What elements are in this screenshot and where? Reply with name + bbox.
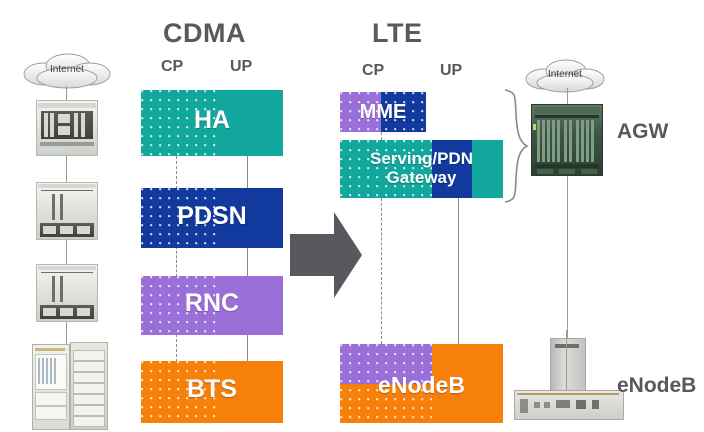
right-arrow-icon — [290, 212, 362, 298]
lte-node-mme-label: MME — [359, 101, 407, 123]
right-internet-cloud: Internet — [520, 58, 610, 94]
pdsn-router-chassis — [36, 182, 98, 240]
cdma-node-ha-label: HA — [193, 106, 231, 134]
enodeb-equipment-label: eNodeB — [617, 374, 697, 397]
right-internet-cloud-label: Internet — [548, 69, 582, 80]
ha-router-chassis — [36, 100, 98, 156]
cdma-cp-link-pdsn-rnc — [176, 246, 177, 277]
cdma-node-bts[interactable]: BTS — [141, 361, 283, 423]
cdma-up-label: UP — [230, 58, 253, 75]
lte-cp-link-mme-sgw — [381, 132, 382, 146]
sgw-up-fill — [432, 140, 472, 198]
cdma-cp-link-rnc-bts — [176, 334, 177, 362]
cdma-up-link-ha-pdsn — [247, 156, 248, 189]
cloud-icon — [525, 59, 605, 93]
lte-cp-link-sgw-enodeb — [381, 198, 382, 344]
cdma-node-pdsn-label: PDSN — [177, 202, 247, 230]
right-link-agw-to-enodeb — [567, 176, 568, 346]
lte-heading: LTE — [372, 18, 423, 48]
cdma-heading: CDMA — [163, 18, 246, 48]
evolution-arrow — [290, 212, 362, 298]
agw-grouping-brace — [503, 88, 529, 204]
left-link-cloud-to-ha — [66, 86, 67, 106]
rnc-router-chassis — [36, 264, 98, 322]
cdma-node-bts-label: BTS — [187, 375, 237, 403]
left-internet-cloud-label: Internet — [50, 64, 84, 75]
left-internet-cloud: Internet — [18, 52, 116, 90]
cdma-node-pdsn[interactable]: PDSN — [141, 188, 283, 248]
cdma-cp-link-ha-pdsn — [176, 156, 177, 189]
enodeb-equipment — [512, 330, 624, 420]
agw-label: AGW — [617, 120, 669, 143]
lte-node-mme[interactable]: MME — [340, 92, 426, 132]
lte-node-serving-pdn-gateway[interactable]: Serving/PDN Gateway — [340, 140, 503, 198]
lte-node-enodeb[interactable]: eNodeB — [340, 344, 503, 423]
cdma-cp-label: CP — [161, 58, 184, 75]
lte-node-enodeb-label: eNodeB — [378, 372, 465, 398]
agw-chassis — [531, 104, 603, 176]
cdma-node-rnc-label: RNC — [184, 289, 240, 317]
lte-up-link-sgw-enodeb — [458, 198, 459, 344]
left-link-ha-to-pdsn — [66, 152, 67, 184]
lte-cp-label: CP — [362, 62, 385, 79]
bts-base-station-rack — [32, 342, 108, 430]
right-link-cloud-to-agw — [567, 88, 568, 106]
lte-node-serving-pdn-gateway-label: Serving/PDN Gateway — [370, 149, 473, 188]
cdma-up-link-pdsn-rnc — [247, 246, 248, 277]
cloud-icon — [23, 53, 111, 89]
cdma-node-ha[interactable]: HA — [141, 90, 283, 156]
lte-up-label: UP — [440, 62, 463, 79]
left-link-pdsn-to-rnc — [66, 240, 67, 266]
cdma-up-link-rnc-bts — [247, 334, 248, 362]
curly-brace-icon — [504, 89, 529, 203]
left-link-rnc-to-bts — [66, 322, 67, 344]
cdma-node-rnc[interactable]: RNC — [141, 276, 283, 335]
